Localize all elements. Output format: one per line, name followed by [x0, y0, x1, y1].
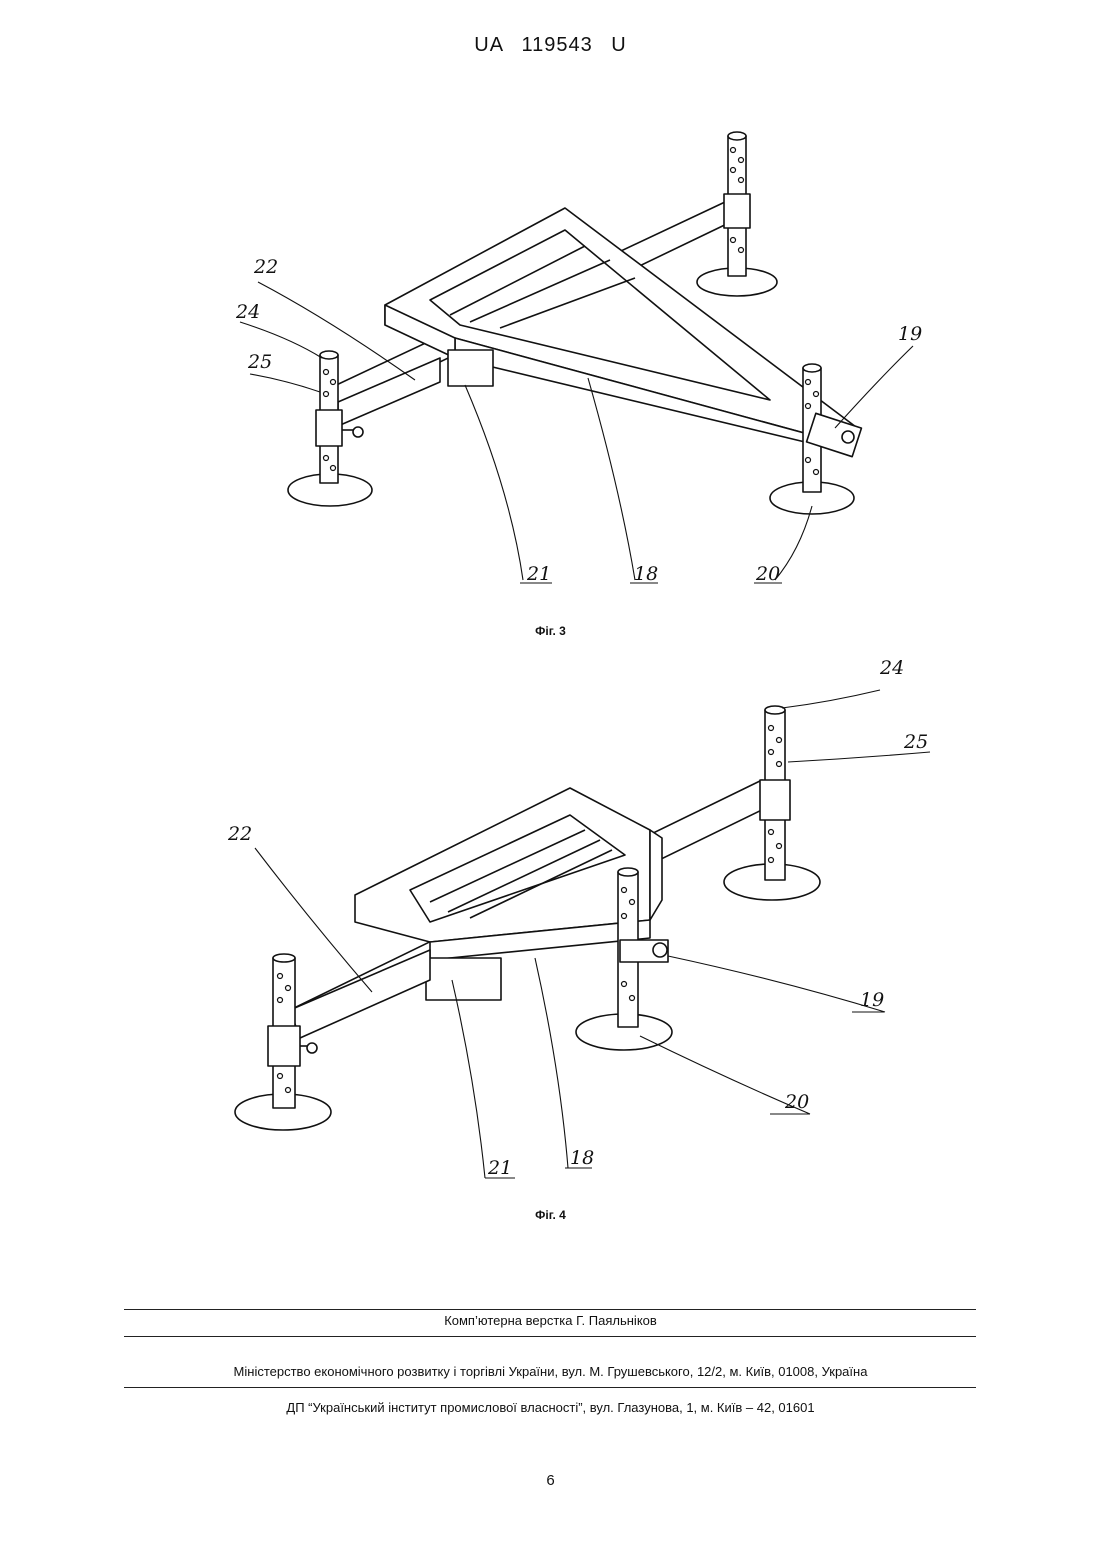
label-18: 18 [570, 1147, 594, 1169]
triangular-frame [385, 208, 860, 448]
leader-25 [250, 374, 320, 392]
leader-25 [788, 752, 930, 762]
leader-18 [588, 378, 635, 580]
footer-divider-bottom [124, 1387, 976, 1388]
label-24: 24 [879, 657, 904, 679]
label-21: 21 [526, 563, 551, 585]
footer-divider-middle [124, 1336, 976, 1337]
label-24: 24 [235, 301, 260, 323]
footer-composer: Комп’ютерна верстка Г. Паяльніков [0, 1313, 1101, 1328]
left-jack [235, 954, 331, 1130]
label-22: 22 [227, 823, 252, 845]
label-21: 21 [487, 1157, 512, 1179]
footer-divider-top [124, 1309, 976, 1310]
label-18: 18 [634, 563, 658, 585]
patent-number-header: UA 119543 U [0, 34, 1101, 57]
figure-4-drawing: 24 25 22 19 20 21 18 [0, 640, 1101, 1195]
leader-24 [782, 690, 880, 708]
leader-19 [668, 956, 885, 1012]
label-19: 19 [898, 323, 922, 345]
leader-18 [535, 958, 568, 1168]
label-20: 20 [784, 1091, 809, 1113]
left-beam [290, 950, 430, 1038]
label-20: 20 [755, 563, 780, 585]
label-19: 19 [860, 989, 884, 1011]
figure-4-caption: Фіг. 4 [0, 1208, 1101, 1222]
footer-institute: ДП “Український інститут промислової вла… [0, 1400, 1101, 1415]
leader-20 [775, 506, 812, 580]
leader-21 [452, 980, 485, 1178]
figure-3-drawing: 22 24 25 19 21 18 20 [0, 110, 1101, 610]
label-22: 22 [253, 256, 278, 278]
leader-19 [835, 346, 913, 428]
page-number: 6 [0, 1472, 1101, 1489]
leader-21 [465, 385, 523, 580]
label-25: 25 [903, 731, 928, 753]
label-25: 25 [247, 351, 272, 373]
figure-3-caption: Фіг. 3 [0, 624, 1101, 638]
footer-ministry: Міністерство економічного розвитку і тор… [0, 1364, 1101, 1379]
